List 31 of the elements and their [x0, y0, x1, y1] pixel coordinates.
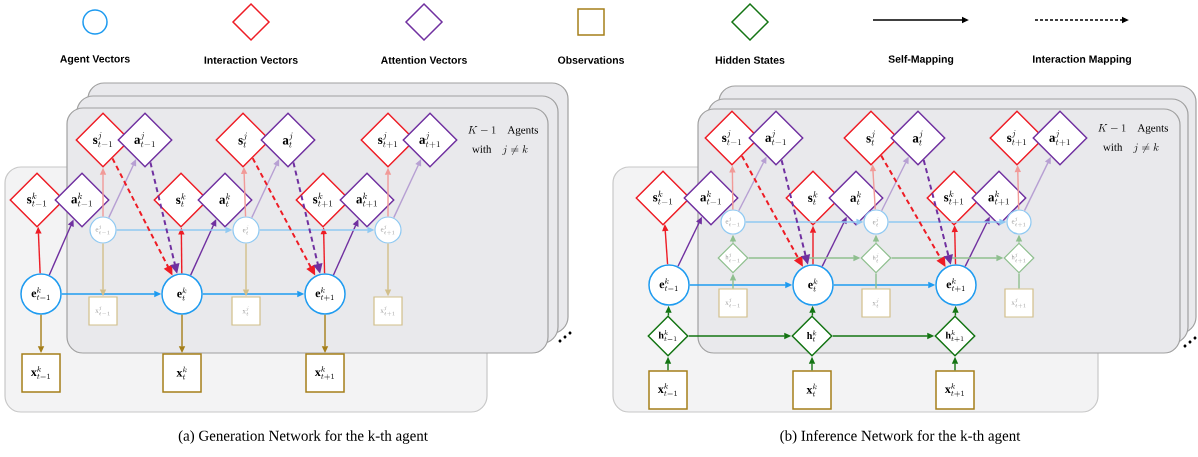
panel-label: $K-1\quad\mbox{Agents}$ — [1098, 124, 1168, 134]
panel-label: $\mbox{with}\quad j\neq k$ — [471, 144, 528, 156]
observation-box: $\mathrm{x}^{j}_{t}$ — [231, 296, 261, 326]
legend-label: Self-Mapping — [888, 55, 954, 65]
legend-label: Hidden States — [715, 56, 785, 64]
observation-box: $\mathbf{x}^{k}_{t}$ — [792, 370, 832, 410]
line — [1018, 272, 1020, 290]
legend-label: Agent Vectors — [60, 55, 130, 65]
observation-box: $\mathrm{x}^{j}_{t-1}$ — [718, 288, 748, 318]
observation-box: $\mathbf{x}^{k}_{t+1}$ — [935, 370, 975, 410]
arrow — [251, 159, 280, 219]
observation-box: $\mathrm{x}^{j}_{t+1}$ — [373, 296, 403, 326]
observation-box: $\mathbf{x}^{k}_{t-1}$ — [648, 370, 688, 410]
observation-box: $\mathbf{x}^{k}_{t+1}$ — [305, 353, 345, 393]
panel-label: $K-1\quad\mbox{Agents}$ — [468, 126, 538, 136]
caption: (a) Generation Network for the k-th agent — [178, 430, 428, 444]
panel-label: $\mbox{with}\quad j\neq k$ — [1102, 142, 1159, 154]
legend-label: Attention Vectors — [380, 56, 467, 64]
line — [875, 272, 877, 290]
arrow — [189, 219, 217, 276]
arrow — [393, 159, 422, 219]
observation-box: $\mathbf{x}^{k}_{t}$ — [162, 353, 202, 393]
observation-box: $\mathbf{x}^{k}_{t-1}$ — [21, 353, 61, 393]
legend-label: Interaction Mapping — [1033, 55, 1131, 65]
observation-box: $\mathrm{x}^{j}_{t}$ — [861, 288, 891, 318]
observation-box: $\mathrm{x}^{j}_{t+1}$ — [1004, 288, 1034, 318]
caption: (b) Inference Network for the k-th agent — [780, 430, 1021, 444]
legend-label: Observations — [558, 56, 624, 64]
legend-label: Interaction Vectors — [204, 56, 298, 64]
arrow — [108, 159, 137, 219]
observation-box: $\mathrm{x}^{j}_{t-1}$ — [88, 296, 118, 326]
